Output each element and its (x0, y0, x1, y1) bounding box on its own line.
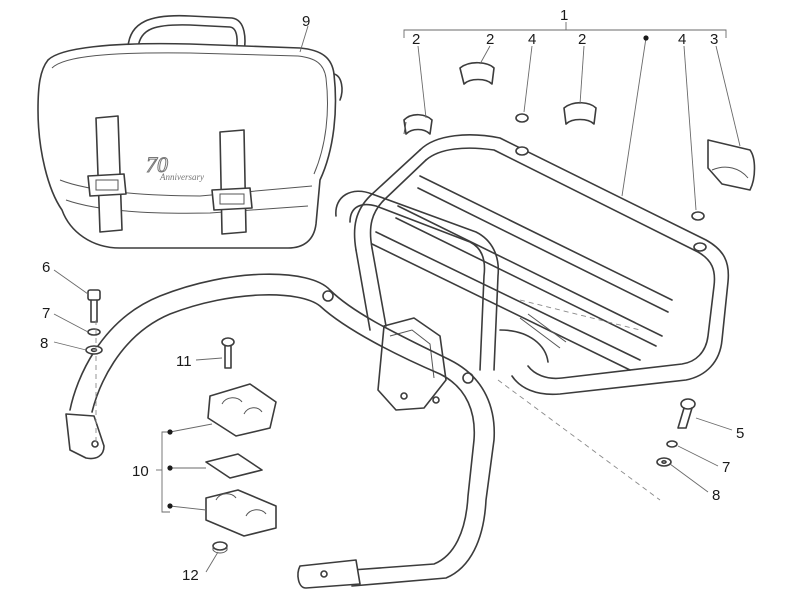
callout-7a: 7 (42, 305, 50, 322)
callout-3: 3 (710, 31, 718, 48)
callout-12: 12 (182, 567, 199, 584)
callout-2b: 2 (486, 31, 494, 48)
clip-part-2b (459, 61, 495, 85)
leader-lines (53, 22, 741, 573)
logo-script: Anniversary (159, 172, 204, 182)
callout-8a: 8 (40, 335, 48, 352)
callout-7b: 7 (722, 459, 730, 476)
washer-part-7a (87, 328, 101, 336)
callout-1: 1 (560, 7, 568, 24)
grab-handle (65, 273, 496, 589)
clip-part-2a (403, 113, 433, 135)
assembly-line-right (497, 379, 661, 501)
callout-4b: 4 (678, 31, 686, 48)
bolt-part-5 (677, 398, 696, 429)
clamp-lower-part-10 (205, 489, 277, 537)
callout-5: 5 (736, 425, 744, 442)
washer-part-7b (666, 440, 678, 448)
callout-labels: 1 2 2 2 3 4 4 9 6 7 8 11 10 12 5 7 8 (40, 7, 744, 584)
anniversary-logo: 70 Anniversary (146, 152, 205, 183)
callout-2c: 2 (578, 31, 586, 48)
leader-dot (167, 503, 173, 509)
callout-8b: 8 (712, 487, 720, 504)
assembly-line-center (519, 299, 641, 331)
callout-11: 11 (176, 353, 192, 370)
bolt-part-6 (87, 289, 101, 323)
callout-10: 10 (132, 463, 149, 480)
plate-part-10 (205, 453, 263, 479)
callout-9: 9 (302, 13, 310, 30)
plug-part-4a (515, 113, 529, 123)
callout-2a: 2 (412, 31, 420, 48)
callout-4a: 4 (528, 31, 536, 48)
saddle-bag: 70 Anniversary (37, 14, 343, 249)
clip-part-2c (563, 101, 597, 125)
nut-part-12 (212, 541, 228, 554)
rear-rack (322, 134, 730, 411)
clamp-upper-part-10 (207, 383, 277, 437)
washer-part-8b (656, 457, 672, 467)
leader-dot (167, 429, 173, 435)
end-cap-part-3 (707, 139, 756, 191)
logo-number: 70 (146, 152, 168, 177)
callout-6: 6 (42, 259, 50, 276)
leader-dot (643, 35, 649, 41)
leader-dot (167, 465, 173, 471)
plug-part-4b (691, 211, 705, 221)
washer-part-8a (85, 345, 103, 355)
screw-part-11 (221, 337, 235, 369)
